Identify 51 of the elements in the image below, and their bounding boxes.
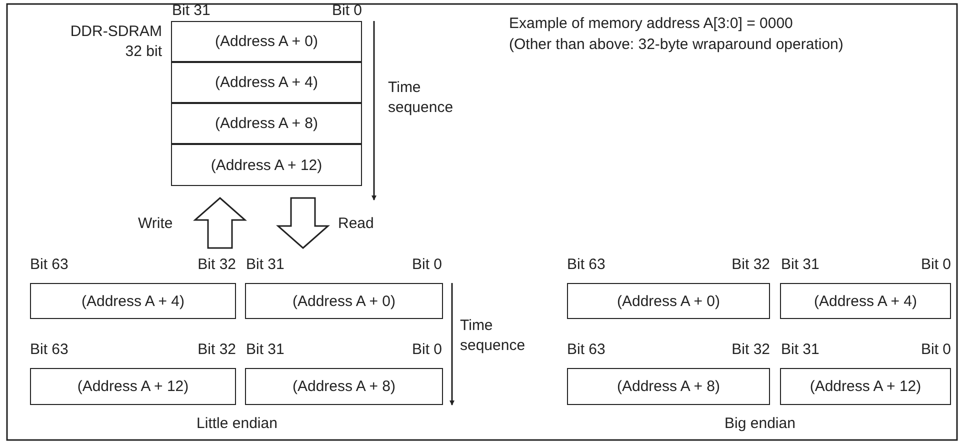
bit-label: Bit 31 [781, 340, 820, 360]
note-text: (Other than above: 32-byte wraparound operation) [509, 35, 844, 55]
bit-label: Bit 32 [732, 255, 770, 275]
memory-cell [567, 283, 770, 319]
address-text: (Address A + 4) [215, 74, 318, 91]
bit-label: Bit 32 [198, 255, 236, 275]
address-text: (Address A + 0) [617, 292, 720, 310]
bit-label: Bit 0 [412, 340, 442, 360]
bit-label: Bit 31 [781, 255, 820, 275]
note-text: Example of memory address A[3:0] = 0000 [509, 14, 793, 34]
bit-label: Bit 31 [246, 340, 284, 360]
address-text: (Address A + 12) [810, 378, 922, 395]
bit-label: Bit 0 [920, 255, 951, 275]
caption: Little endian [196, 414, 278, 434]
address-text: (Address A + 0) [292, 292, 396, 310]
memory-cell [171, 144, 362, 186]
bit-label: Bit 31 [172, 1, 210, 21]
address-text: (Address A + 8) [292, 378, 396, 395]
memory-cell [245, 368, 443, 405]
bit-label: Bit 63 [30, 340, 68, 360]
memory-cell [171, 62, 362, 103]
memory-cell [171, 21, 362, 62]
operation-label: Read [338, 214, 374, 234]
caption: Big endian [724, 414, 796, 434]
address-text: (Address A + 12) [77, 378, 189, 395]
axis-caption: Time sequence [388, 78, 454, 118]
address-text: (Address A + 4) [814, 292, 917, 310]
bit-label: Bit 31 [246, 255, 284, 275]
memory-cell [780, 368, 951, 405]
memory-cell [30, 283, 236, 319]
operation-label: Write [138, 214, 173, 234]
memory-label: DDR-SDRAM 32 bit [69, 22, 162, 62]
address-text: (Address A + 8) [215, 115, 318, 132]
bit-label: Bit 0 [332, 1, 362, 21]
address-text: (Address A + 12) [210, 156, 322, 174]
memory-cell [567, 368, 770, 405]
bit-label: Bit 32 [732, 340, 770, 360]
memory-cell [245, 283, 443, 319]
address-text: (Address A + 0) [215, 33, 318, 50]
address-text: (Address A + 4) [82, 292, 184, 310]
memory-cell [171, 103, 362, 144]
memory-cell [780, 283, 951, 319]
bit-label: Bit 32 [198, 340, 236, 360]
memory-cell [30, 368, 236, 405]
bit-label: Bit 63 [567, 340, 606, 360]
bit-label: Bit 0 [920, 340, 951, 360]
address-text: (Address A + 8) [617, 378, 720, 395]
bit-label: Bit 63 [30, 255, 68, 275]
bit-label: Bit 63 [567, 255, 606, 275]
bit-label: Bit 0 [412, 255, 442, 275]
axis-caption: Time sequence [460, 316, 526, 356]
